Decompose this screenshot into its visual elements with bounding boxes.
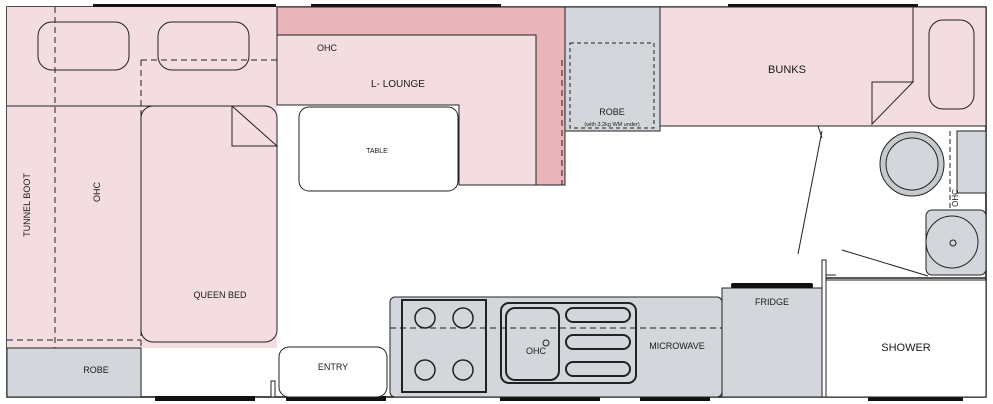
bed-fold-corner — [231, 105, 279, 147]
entry-label: ENTRY — [318, 362, 348, 372]
ohc-left-label: OHC — [92, 182, 102, 203]
entry-step — [278, 346, 388, 398]
tunnel-boot-label: TUNNEL BOOT — [22, 173, 32, 237]
l-lounge — [276, 6, 566, 186]
table — [298, 106, 459, 192]
robe-left — [6, 347, 142, 398]
shower — [825, 279, 987, 398]
fridge — [721, 287, 823, 398]
bunks-label: BUNKS — [768, 64, 806, 76]
queen-bed-label: QUEEN BED — [193, 290, 247, 300]
bunk-door — [797, 130, 823, 255]
queen-bed-zone — [7, 7, 562, 348]
l-lounge-label: L- LOUNGE — [371, 79, 425, 90]
microwave-label: MICROWAVE — [649, 341, 705, 351]
robe-top-note: (with 3.2kg WM under) — [584, 122, 639, 128]
fridge-label: FRIDGE — [755, 297, 789, 307]
sink — [500, 302, 637, 384]
bunks — [659, 6, 987, 127]
bathroom-door — [841, 249, 929, 277]
basin — [925, 215, 979, 269]
pillow-right — [157, 21, 250, 71]
table-label: TABLE — [366, 148, 388, 155]
bunk-fold-corner — [871, 81, 915, 126]
robe-left-label: ROBE — [83, 365, 109, 375]
ohc-bath-label: OHC — [951, 189, 960, 207]
ohc-top-label: OHC — [317, 43, 338, 53]
robe-top — [564, 6, 661, 132]
pillow-left — [37, 21, 130, 71]
cooktop — [401, 299, 487, 393]
shower-label: SHOWER — [881, 342, 931, 354]
ohc-kitchen-label: OHC — [526, 346, 547, 356]
robe-top-label: ROBE — [599, 107, 625, 117]
bunk-pillow — [928, 19, 975, 110]
